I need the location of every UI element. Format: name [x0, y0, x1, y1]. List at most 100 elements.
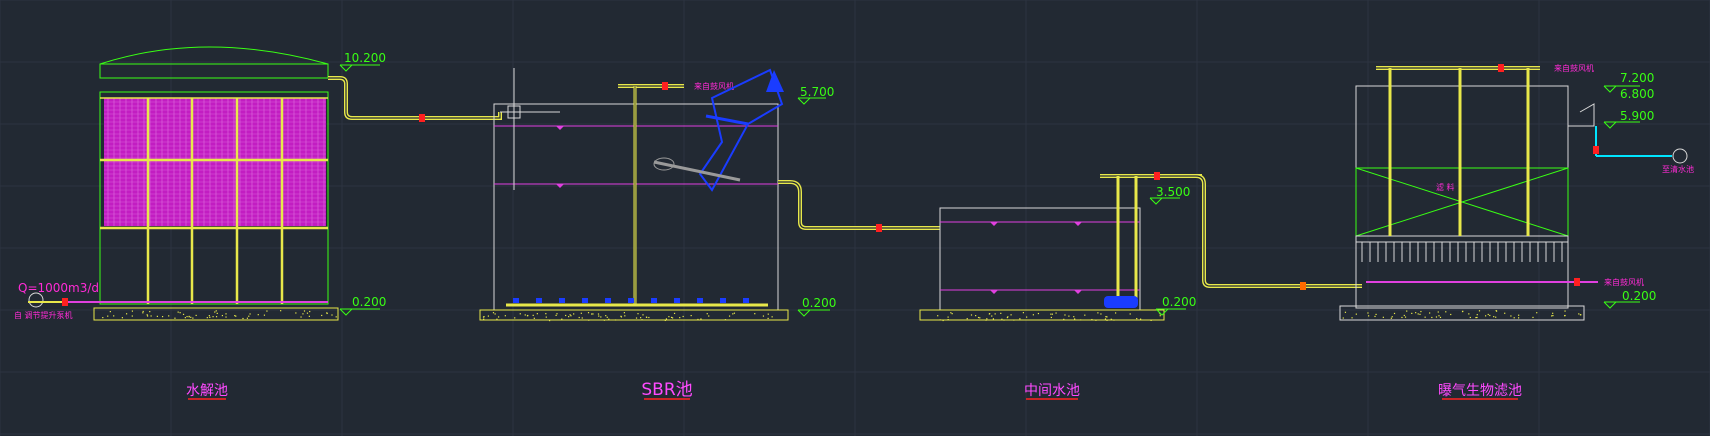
hatch-dot: [497, 316, 500, 318]
hatch-dot: [1000, 312, 1002, 314]
hatch-dot: [1419, 313, 1421, 315]
hatch-dot: [671, 317, 674, 319]
baf-elevation-1: 7.200: [1620, 71, 1654, 85]
hatch-dot: [131, 315, 133, 317]
baf-title: 曝气生物滤池: [1438, 383, 1522, 399]
valve-icon: [419, 114, 425, 122]
hatch-dot: [216, 312, 218, 314]
hydrolysis-dome-roof: [99, 46, 329, 65]
valve-icon: [1300, 282, 1306, 290]
hatch-dot: [1080, 319, 1082, 321]
hatch-dot: [1032, 314, 1034, 316]
hatch-dot: [1478, 310, 1481, 312]
hatch-dot: [536, 313, 538, 315]
hatch-dot: [1551, 315, 1553, 317]
hatch-dot: [107, 315, 109, 317]
inlet-note: 自 调节提升泵机: [14, 310, 73, 320]
hatch-dot: [642, 314, 644, 316]
hatch-dot: [555, 314, 557, 316]
hatch-dot: [188, 316, 190, 318]
hydrolysis-foundation: [93, 307, 339, 321]
hatch-dot: [331, 314, 333, 316]
hatch-dot: [1010, 314, 1012, 316]
elevation-marker-icon: [1603, 121, 1640, 129]
hatch-dot: [1401, 316, 1403, 319]
hatch-dot: [494, 313, 496, 315]
hatch-dot: [1019, 318, 1021, 320]
hatch-dot: [190, 316, 192, 318]
hatch-dot: [1013, 319, 1015, 321]
sbr-tank: 来自鼓风机 5.700 0.200: [479, 68, 940, 322]
hatch-dot: [113, 315, 115, 317]
baf-elevation-2: 6.800: [1620, 87, 1654, 101]
hatch-dot: [1489, 314, 1491, 317]
hatch-dot: [690, 314, 692, 317]
diffuser-icon: [674, 298, 680, 303]
hatch-dot: [569, 314, 571, 316]
hatch-dot: [234, 315, 236, 317]
sbr-mixer-shaft: [653, 160, 741, 182]
hatch-dot: [208, 315, 210, 317]
hatch-dot: [1104, 318, 1107, 320]
hatch-dot: [1106, 319, 1108, 321]
baf-outlet-note: 至清水池: [1662, 164, 1694, 174]
hatch-dot: [1532, 316, 1534, 319]
hatch-dot: [1355, 313, 1357, 315]
hatch-dot: [942, 319, 944, 322]
valve-icon: [662, 82, 668, 90]
valve-icon: [1574, 278, 1580, 286]
hatch-dot: [1382, 316, 1384, 318]
hatch-dot: [1001, 318, 1003, 320]
hatch-dot: [673, 312, 676, 315]
hatch-dot: [156, 315, 158, 317]
intermediate-top-elevation: 3.500: [1156, 185, 1190, 199]
hatch-dot: [248, 315, 250, 317]
hatch-dot: [679, 317, 681, 319]
hatch-dot: [1461, 310, 1464, 313]
hatch-dot: [623, 312, 625, 314]
valve-icon: [876, 224, 882, 232]
hatch-dot: [548, 319, 551, 322]
elevation-marker-icon: [339, 64, 380, 72]
hatch-dot: [635, 317, 638, 319]
sbr-foundation: [479, 309, 789, 321]
hatch-dot: [1406, 310, 1408, 312]
hatch-dot: [1136, 317, 1138, 320]
hatch-dot: [246, 317, 249, 319]
hatch-dot: [697, 318, 699, 321]
hatch-dot: [640, 317, 642, 319]
hatch-dot: [556, 313, 558, 315]
hatch-dot: [1129, 313, 1131, 315]
diffuser-icon: [605, 298, 611, 303]
hatch-dot: [591, 313, 593, 315]
hatch-dot: [708, 315, 710, 317]
hydrolysis-outlet-pipe: [328, 76, 502, 120]
hatch-dot: [1140, 318, 1142, 320]
hatch-dot: [306, 312, 309, 314]
hatch-dot: [545, 313, 547, 315]
hatch-dot: [206, 317, 208, 319]
hatch-dot: [195, 314, 197, 317]
hatch-dot: [102, 316, 104, 319]
hatch-dot: [606, 316, 608, 318]
sbr-bottom-elevation: 0.200: [802, 296, 836, 310]
sbr-inlet-fitting: [507, 105, 521, 119]
hatch-dot: [1495, 310, 1498, 312]
hatch-dot: [109, 310, 111, 313]
hatch-dot: [1022, 312, 1025, 314]
intermediate-tank-outline: [939, 207, 1141, 311]
hatch-dot: [600, 316, 602, 318]
hatch-dot: [1578, 313, 1580, 315]
inlet-pump-icon: [28, 292, 44, 308]
hatch-dot: [1111, 319, 1113, 321]
intermediate-tank: 3.500 0.200: [919, 172, 1362, 322]
hatch-dot: [1438, 315, 1440, 317]
diffuser-icon: [559, 298, 565, 303]
diffuser-icon: [628, 298, 634, 303]
valve-icon: [1593, 146, 1599, 154]
hatch-dot: [1159, 315, 1161, 317]
hatch-dot: [125, 313, 128, 315]
hydrolysis-foundation-hatch: [102, 310, 337, 320]
baf-nozzles: [1361, 242, 1563, 262]
hatch-dot: [308, 315, 310, 317]
